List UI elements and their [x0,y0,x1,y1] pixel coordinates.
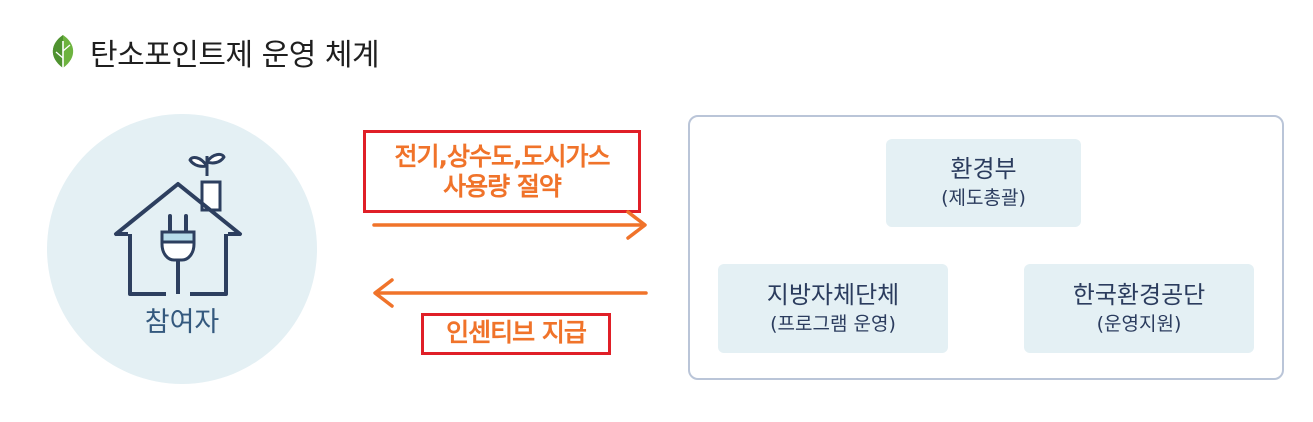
page-title: 탄소포인트제 운영 체계 [90,38,380,73]
saving-highlight-box [363,130,641,213]
incentive-highlight-box [421,313,611,355]
leaf-icon [52,35,74,70]
saving-flow-label: 전기,상수도,도시가스 사용량 절약 [363,142,641,202]
ministry-name: 환경부 [950,155,1017,183]
ministry-box: 환경부 (제도총괄) [886,139,1081,227]
incentive-flow-label: 인센티브 지급 [446,318,587,347]
arrow-right-icon [372,210,647,240]
participant-label: 참여자 [144,307,220,338]
local-gov-name: 지방자체단체 [766,280,900,309]
keco-role: (운영지원) [1096,312,1182,335]
arrow-left-icon [373,278,648,308]
local-gov-box: 지방자체단체 (프로그램 운영) [718,264,948,353]
header: 탄소포인트제 운영 체계 [46,30,380,74]
saving-flow-line2: 사용량 절약 [443,172,562,201]
saving-flow-line1: 전기,상수도,도시가스 [394,142,611,171]
keco-box: 한국환경공단 (운영지원) [1024,264,1254,353]
house-plug-icon [114,152,242,296]
local-gov-role: (프로그램 운영) [770,312,896,335]
ministry-role: (제도총괄) [941,187,1026,209]
keco-name: 한국환경공단 [1072,280,1206,309]
flow-arrows [372,210,648,308]
